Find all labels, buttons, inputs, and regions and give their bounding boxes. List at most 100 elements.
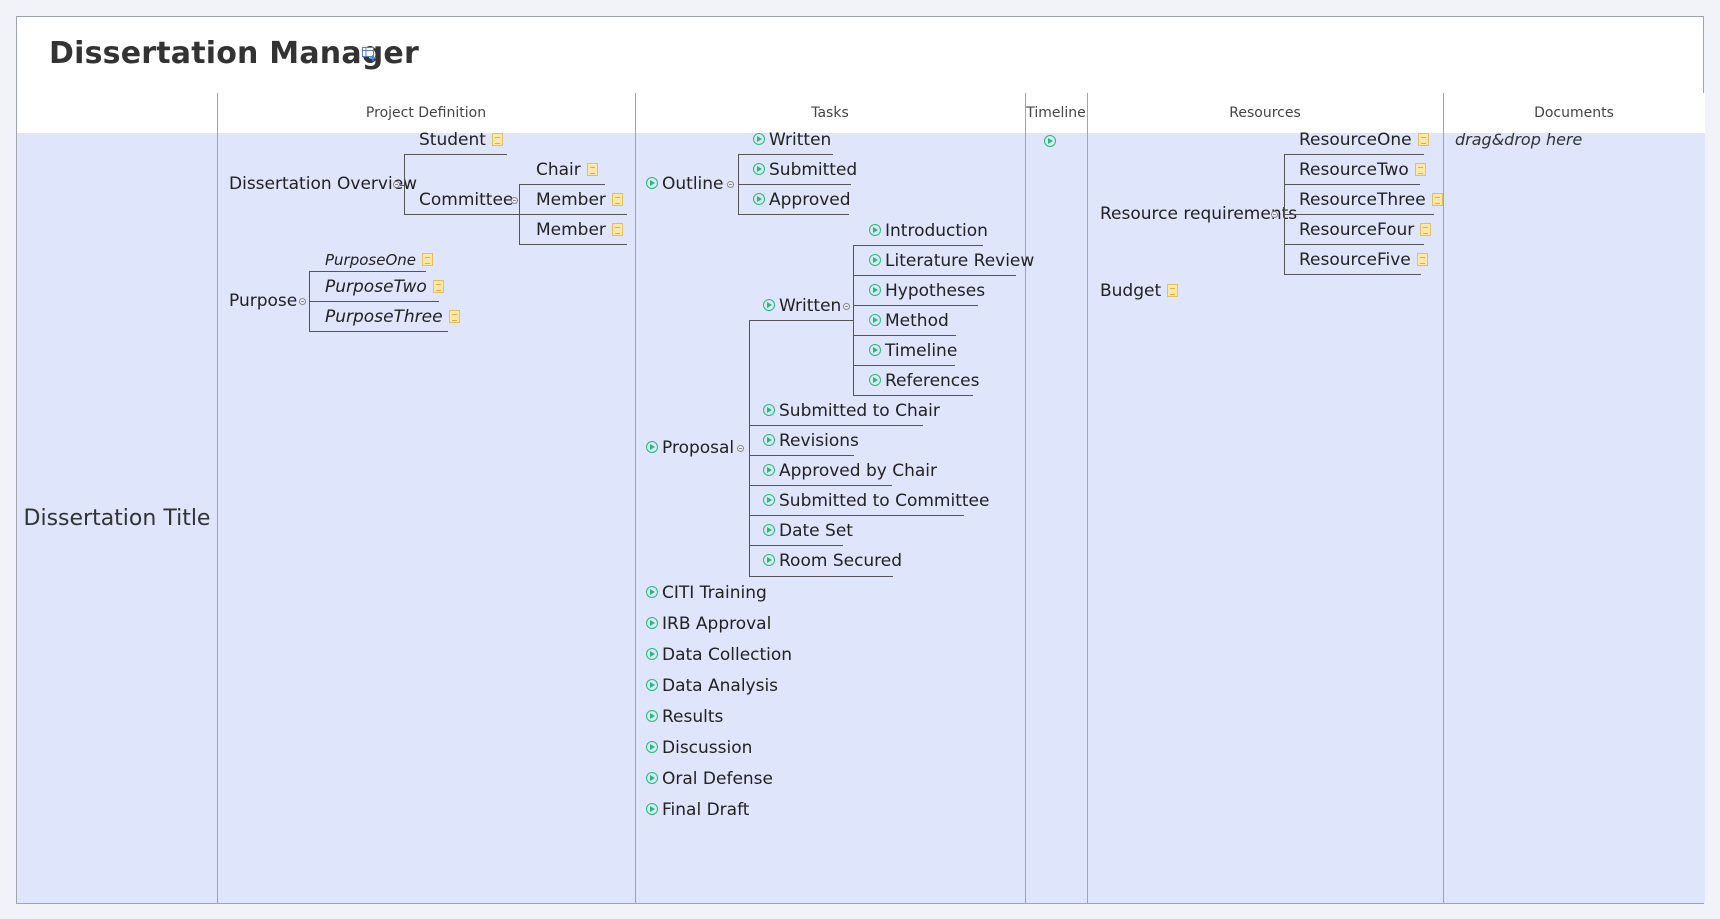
- task-literature-review[interactable]: Literature Review: [869, 251, 1034, 271]
- task-icon[interactable]: [869, 374, 881, 386]
- collapse-toggle[interactable]: [843, 303, 850, 310]
- collapse-toggle[interactable]: [737, 445, 744, 452]
- collapse-toggle[interactable]: [299, 298, 306, 305]
- topic-student[interactable]: Student: [419, 130, 503, 150]
- task-icon[interactable]: [869, 254, 881, 266]
- timeline-task-marker[interactable]: [1044, 132, 1060, 152]
- note-icon[interactable]: [1414, 162, 1426, 176]
- topic-dissertation-overview[interactable]: Dissertation Overview: [229, 174, 418, 194]
- topic-purpose-one[interactable]: PurposeOne: [325, 250, 434, 270]
- documents-drop-zone[interactable]: drag&drop here: [1455, 130, 1583, 149]
- task-results[interactable]: Results: [646, 707, 723, 727]
- task-icon[interactable]: [763, 404, 775, 416]
- task-icon[interactable]: [763, 434, 775, 446]
- resource-four[interactable]: ResourceFour: [1299, 220, 1432, 240]
- task-icon[interactable]: [869, 344, 881, 356]
- task-icon[interactable]: [869, 284, 881, 296]
- topic-committee[interactable]: Committee: [419, 190, 514, 210]
- task-icon[interactable]: [646, 617, 658, 629]
- task-icon[interactable]: [869, 224, 881, 236]
- note-icon[interactable]: [1417, 132, 1429, 146]
- topic-budget[interactable]: Budget: [1100, 281, 1179, 301]
- note-icon[interactable]: [1431, 192, 1443, 206]
- task-icon[interactable]: [646, 441, 658, 453]
- note-icon[interactable]: [611, 192, 623, 206]
- task-icon[interactable]: [646, 648, 658, 660]
- task-icon[interactable]: [763, 524, 775, 536]
- task-outline[interactable]: Outline: [646, 174, 724, 194]
- task-citi-training[interactable]: CITI Training: [646, 583, 767, 603]
- topic-purpose-three[interactable]: PurposeThree: [325, 307, 460, 327]
- task-icon[interactable]: [763, 299, 775, 311]
- note-icon[interactable]: [1167, 283, 1179, 297]
- task-icon[interactable]: [646, 679, 658, 691]
- task-icon[interactable]: [763, 464, 775, 476]
- task-icon[interactable]: [646, 586, 658, 598]
- task-revisions[interactable]: Revisions: [763, 431, 859, 451]
- task-discussion[interactable]: Discussion: [646, 738, 752, 758]
- task-room-secured[interactable]: Room Secured: [763, 551, 902, 571]
- task-outline-submitted[interactable]: Submitted: [753, 160, 857, 180]
- task-icon[interactable]: [646, 177, 658, 189]
- task-irb-approval[interactable]: IRB Approval: [646, 614, 771, 634]
- topic-purpose[interactable]: Purpose: [229, 291, 298, 311]
- note-icon[interactable]: [1420, 222, 1432, 236]
- row-title[interactable]: Dissertation Title: [17, 133, 217, 903]
- header-timeline[interactable]: Timeline: [1025, 93, 1087, 134]
- collapse-toggle[interactable]: [727, 181, 734, 188]
- task-icon[interactable]: [753, 193, 765, 205]
- task-icon[interactable]: [646, 710, 658, 722]
- task-data-collection[interactable]: Data Collection: [646, 645, 792, 665]
- header-resources[interactable]: Resources: [1087, 93, 1443, 134]
- task-data-analysis[interactable]: Data Analysis: [646, 676, 778, 696]
- task-date-set[interactable]: Date Set: [763, 521, 853, 541]
- topic-chair[interactable]: Chair: [536, 160, 598, 180]
- task-icon[interactable]: [753, 133, 765, 145]
- topic-purpose-two[interactable]: PurposeTwo: [325, 277, 444, 297]
- task-icon[interactable]: [646, 741, 658, 753]
- note-icon[interactable]: [586, 162, 598, 176]
- task-proposal-written[interactable]: Written: [763, 296, 841, 316]
- note-icon[interactable]: [432, 279, 444, 293]
- resource-five[interactable]: ResourceFive: [1299, 250, 1428, 270]
- task-outline-approved[interactable]: Approved: [753, 190, 851, 210]
- resource-one[interactable]: ResourceOne: [1299, 130, 1429, 150]
- topic-underline: [309, 301, 439, 302]
- task-oral-defense[interactable]: Oral Defense: [646, 769, 773, 789]
- collapse-toggle[interactable]: [393, 181, 400, 188]
- header-project-definition[interactable]: Project Definition: [217, 93, 635, 134]
- resource-three[interactable]: ResourceThree: [1299, 190, 1443, 210]
- topic-member[interactable]: Member: [536, 190, 623, 210]
- task-timeline[interactable]: Timeline: [869, 341, 957, 361]
- topic-resource-requirements[interactable]: Resource requirements: [1100, 204, 1298, 224]
- collapse-toggle[interactable]: [1271, 211, 1278, 218]
- task-icon[interactable]: [646, 772, 658, 784]
- note-icon[interactable]: [1416, 252, 1428, 266]
- task-introduction[interactable]: Introduction: [869, 221, 988, 241]
- task-icon[interactable]: [646, 803, 658, 815]
- note-icon[interactable]: [491, 132, 503, 146]
- task-final-draft[interactable]: Final Draft: [646, 800, 749, 820]
- task-icon[interactable]: [1044, 135, 1056, 147]
- task-icon[interactable]: [753, 163, 765, 175]
- task-icon[interactable]: [763, 494, 775, 506]
- topic-member[interactable]: Member: [536, 220, 623, 240]
- task-submitted-to-committee[interactable]: Submitted to Committee: [763, 491, 989, 511]
- header-tasks[interactable]: Tasks: [635, 93, 1025, 134]
- add-table-icon[interactable]: [362, 47, 377, 62]
- task-hypotheses[interactable]: Hypotheses: [869, 281, 985, 301]
- task-method[interactable]: Method: [869, 311, 949, 331]
- task-submitted-to-chair[interactable]: Submitted to Chair: [763, 401, 940, 421]
- task-outline-written[interactable]: Written: [753, 130, 831, 150]
- note-icon[interactable]: [422, 253, 434, 266]
- task-proposal[interactable]: Proposal: [646, 438, 734, 458]
- header-documents[interactable]: Documents: [1443, 93, 1705, 134]
- task-references[interactable]: References: [869, 371, 979, 391]
- task-approved-by-chair[interactable]: Approved by Chair: [763, 461, 937, 481]
- note-icon[interactable]: [611, 222, 623, 236]
- task-icon[interactable]: [763, 554, 775, 566]
- task-icon[interactable]: [869, 314, 881, 326]
- resource-two[interactable]: ResourceTwo: [1299, 160, 1426, 180]
- note-icon[interactable]: [448, 309, 460, 323]
- collapse-toggle[interactable]: [511, 197, 518, 204]
